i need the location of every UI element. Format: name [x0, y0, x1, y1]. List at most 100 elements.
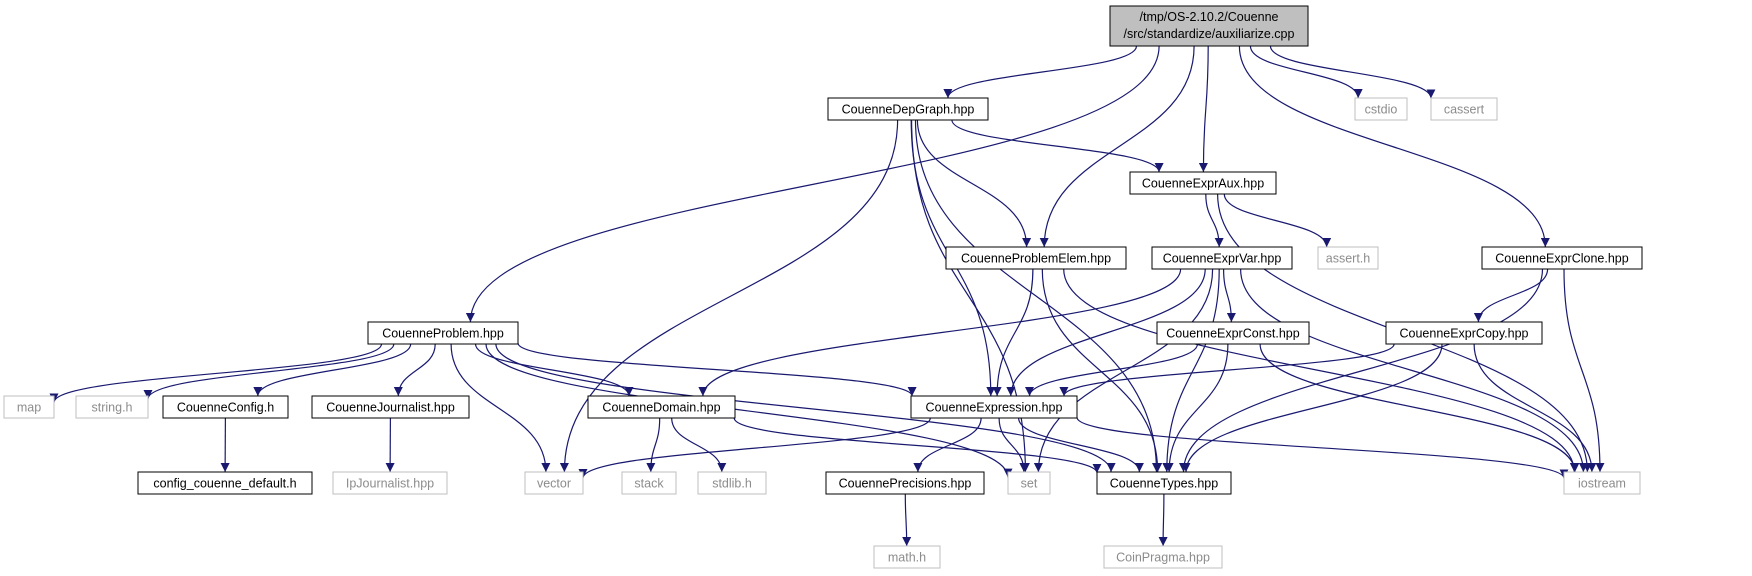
node-box-precisions — [825, 471, 985, 495]
node-configdef[interactable]: config_couenne_default.h — [137, 471, 313, 495]
node-expraux[interactable]: CouenneExprAux.hpp — [1129, 171, 1277, 195]
node-label-map: map — [17, 401, 41, 415]
node-box-set — [1007, 471, 1051, 495]
node-box-ipjournalist — [332, 471, 448, 495]
node-box-expraux — [1129, 171, 1277, 195]
edge-root-to-cstdio — [1249, 45, 1363, 99]
node-label-expraux: CouenneExprAux.hpp — [1142, 177, 1264, 191]
edge-expraux-to-exprvar — [1205, 193, 1224, 248]
node-box-map — [3, 395, 55, 419]
edge-root-to-problemelem — [1039, 45, 1195, 248]
node-precisions[interactable]: CouennePrecisions.hpp — [825, 471, 985, 495]
node-label-cassert: cassert — [1444, 103, 1485, 117]
node-box-config — [162, 395, 289, 419]
node-label-config: CouenneConfig.h — [177, 401, 274, 415]
node-box-problemelem — [945, 246, 1127, 270]
node-asserth: assert.h — [1317, 246, 1379, 270]
node-label-stack: stack — [634, 477, 664, 491]
edge-problem-to-journalist — [393, 343, 436, 397]
node-label-depgraph: CouenneDepGraph.hpp — [842, 103, 975, 117]
nodes-layer: /tmp/OS-2.10.2/Couenne/src/standardize/a… — [3, 5, 1643, 569]
edge-depgraph-to-problemelem — [916, 119, 1032, 248]
node-set: set — [1007, 471, 1051, 495]
node-exprclone[interactable]: CouenneExprClone.hpp — [1481, 246, 1643, 270]
edge-root-to-exprclone — [1238, 45, 1550, 248]
node-label-stringh: string.h — [92, 401, 133, 415]
node-expression[interactable]: CouenneExpression.hpp — [910, 395, 1078, 419]
node-exprconst[interactable]: CouenneExprConst.hpp — [1156, 321, 1310, 345]
node-box-coinpragma — [1103, 545, 1223, 569]
edge-depgraph-to-set — [911, 119, 1030, 473]
node-box-exprvar — [1151, 246, 1293, 270]
node-box-iostream — [1563, 471, 1641, 495]
edge-types-to-coinpragma — [1158, 493, 1168, 547]
node-cstdio: cstdio — [1354, 97, 1408, 121]
node-box-exprclone — [1481, 246, 1643, 270]
node-box-types — [1096, 471, 1232, 495]
node-box-problem — [367, 321, 519, 345]
node-box-exprcopy — [1385, 321, 1543, 345]
edge-exprvar-to-domain — [698, 268, 1182, 397]
edge-exprvar-to-set — [1033, 268, 1214, 473]
edge-root-to-cassert — [1269, 45, 1436, 99]
node-label-problemelem: CouenneProblemElem.hpp — [961, 252, 1111, 266]
node-cassert: cassert — [1430, 97, 1498, 121]
edge-precisions-to-mathh — [902, 493, 912, 547]
node-ipjournalist: IpJournalist.hpp — [332, 471, 448, 495]
node-root: /tmp/OS-2.10.2/Couenne/src/standardize/a… — [1109, 5, 1309, 47]
node-box-configdef — [137, 471, 313, 495]
edge-exprconst-to-types — [1164, 343, 1229, 473]
edge-problem-to-vector — [450, 343, 551, 473]
node-types[interactable]: CouenneTypes.hpp — [1096, 471, 1232, 495]
node-label-precisions: CouennePrecisions.hpp — [839, 477, 972, 491]
node-vector: vector — [524, 471, 584, 495]
edge-problem-to-stringh — [143, 343, 395, 400]
node-label-exprclone: CouenneExprClone.hpp — [1495, 252, 1628, 266]
node-label-asserth: assert.h — [1326, 252, 1371, 266]
edge-domain-to-stdlibh — [671, 417, 727, 473]
node-exprcopy[interactable]: CouenneExprCopy.hpp — [1385, 321, 1543, 345]
node-label-configdef: config_couenne_default.h — [153, 477, 296, 491]
edge-problemelem-to-types — [1041, 268, 1163, 473]
edge-exprcopy-to-expression — [1059, 343, 1395, 397]
edge-problemelem-to-iostream — [1063, 268, 1579, 473]
node-label-coinpragma: CoinPragma.hpp — [1116, 551, 1210, 565]
edge-depgraph-to-expraux — [951, 119, 1164, 173]
node-label-expression: CouenneExpression.hpp — [926, 401, 1063, 415]
edge-exprclone-to-exprcopy — [1473, 268, 1549, 323]
node-label-domain: CouenneDomain.hpp — [602, 401, 720, 415]
edge-problem-to-set — [485, 343, 1013, 478]
node-config[interactable]: CouenneConfig.h — [162, 395, 289, 419]
node-mathh: math.h — [873, 545, 941, 569]
edge-domain-to-stack — [646, 417, 661, 473]
node-label-problem: CouenneProblem.hpp — [382, 327, 504, 341]
node-stringh: string.h — [75, 395, 149, 419]
node-stack: stack — [621, 471, 677, 495]
node-box-vector — [524, 471, 584, 495]
node-label-iostream: iostream — [1578, 477, 1626, 491]
node-label-root: /tmp/OS-2.10.2/Couenne — [1140, 10, 1279, 24]
edge-expraux-to-asserth — [1223, 193, 1332, 248]
edge-exprcopy-to-types — [1181, 343, 1443, 473]
node-label-set: set — [1021, 477, 1038, 491]
node-problem[interactable]: CouenneProblem.hpp — [367, 321, 519, 345]
edge-problemelem-to-expression — [992, 268, 1034, 397]
node-label-ipjournalist: IpJournalist.hpp — [346, 477, 434, 491]
node-label-exprconst: CouenneExprConst.hpp — [1166, 327, 1299, 341]
node-depgraph[interactable]: CouenneDepGraph.hpp — [827, 97, 989, 121]
node-label-journalist: CouenneJournalist.hpp — [326, 401, 455, 415]
edge-exprvar-to-exprconst — [1223, 268, 1236, 323]
node-box-stringh — [75, 395, 149, 419]
edge-expression-to-precisions — [913, 417, 982, 473]
node-coinpragma: CoinPragma.hpp — [1103, 545, 1223, 569]
node-box-expression — [910, 395, 1078, 419]
node-domain[interactable]: CouenneDomain.hpp — [587, 395, 736, 419]
node-box-root — [1109, 5, 1309, 47]
node-label-stdlibh: stdlib.h — [712, 477, 752, 491]
edge-exprvar-to-iostream — [1240, 268, 1588, 473]
node-label2-root: /src/standardize/auxiliarize.cpp — [1124, 27, 1295, 41]
node-problemelem[interactable]: CouenneProblemElem.hpp — [945, 246, 1127, 270]
node-journalist[interactable]: CouenneJournalist.hpp — [311, 395, 470, 419]
node-exprvar[interactable]: CouenneExprVar.hpp — [1151, 246, 1293, 270]
node-label-types: CouenneTypes.hpp — [1110, 477, 1218, 491]
